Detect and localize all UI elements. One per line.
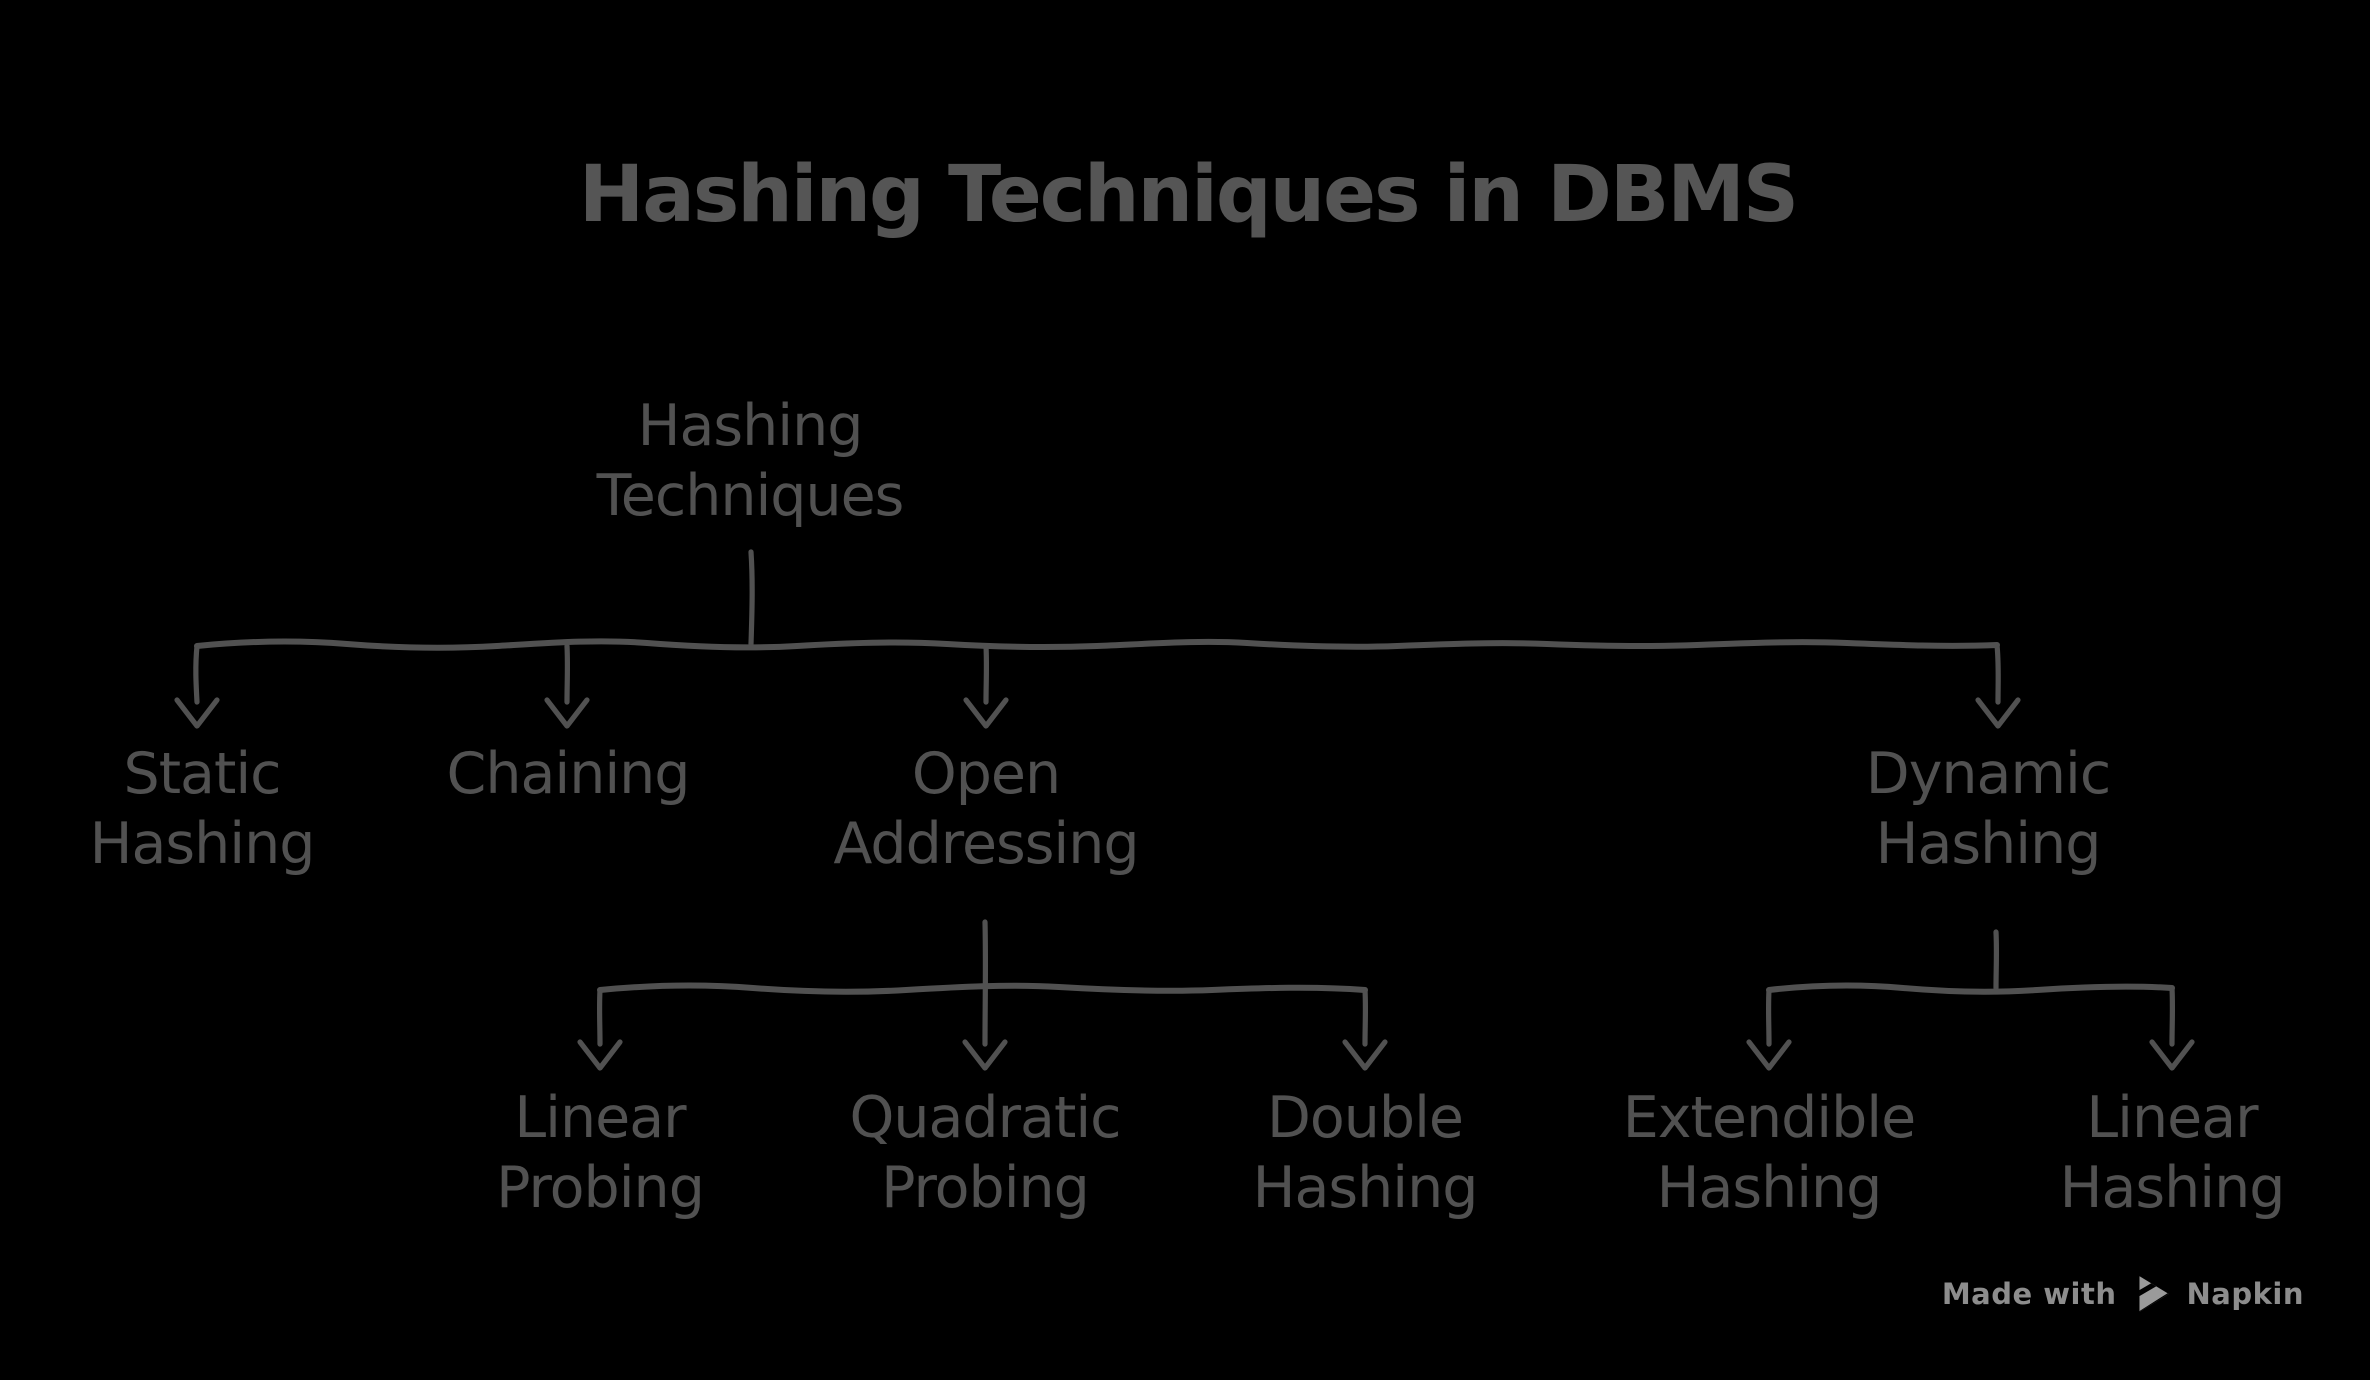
node-double-hashing: Double Hashing [1252, 1085, 1479, 1221]
napkin-brand-label: Napkin [2186, 1277, 2304, 1311]
node-linear-probing: Linear Probing [496, 1085, 705, 1221]
root-stem-line [748, 549, 755, 647]
napkin-logo-icon [2138, 1276, 2169, 1312]
arrowhead-static-hashing [174, 697, 220, 729]
arrowhead-linear-probing [577, 1039, 623, 1071]
node-hashing-techniques: Hashing Techniques [596, 393, 905, 529]
arrowhead-double-hashing [1342, 1039, 1388, 1071]
node-dynamic-hashing: Dynamic Hashing [1865, 741, 2111, 877]
made-with-label: Made with [1941, 1277, 2117, 1311]
arrowhead-chaining [544, 697, 590, 729]
node-chaining: Chaining [446, 741, 691, 807]
arrowhead-linear-hashing [2149, 1039, 2195, 1071]
node-open-addressing: Open Addressing [833, 741, 1139, 877]
arrowhead-quadratic-probing [962, 1039, 1008, 1071]
arrow-static-hashing [193, 643, 200, 705]
node-extendible-hashing: Extendible Hashing [1622, 1085, 1916, 1221]
level1-horizontal-line [194, 638, 2000, 651]
node-linear-hashing: Linear Hashing [2059, 1085, 2286, 1221]
dynamic-hashing-horizontal-line [1766, 982, 2175, 995]
node-quadratic-probing: Quadratic Probing [849, 1085, 1122, 1221]
open-addressing-horizontal-line [597, 982, 1368, 995]
arrowhead-dynamic-hashing [1975, 697, 2021, 729]
diagram-title: Hashing Techniques in DBMS [578, 150, 1799, 240]
arrowhead-open-addressing [963, 697, 1009, 729]
node-static-hashing: Static Hashing [89, 741, 316, 877]
arrow-dynamic-hashing [1994, 642, 2001, 705]
arrowhead-extendible-hashing [1746, 1039, 1792, 1071]
napkin-attribution[interactable]: Made with Napkin [1942, 1272, 2304, 1316]
